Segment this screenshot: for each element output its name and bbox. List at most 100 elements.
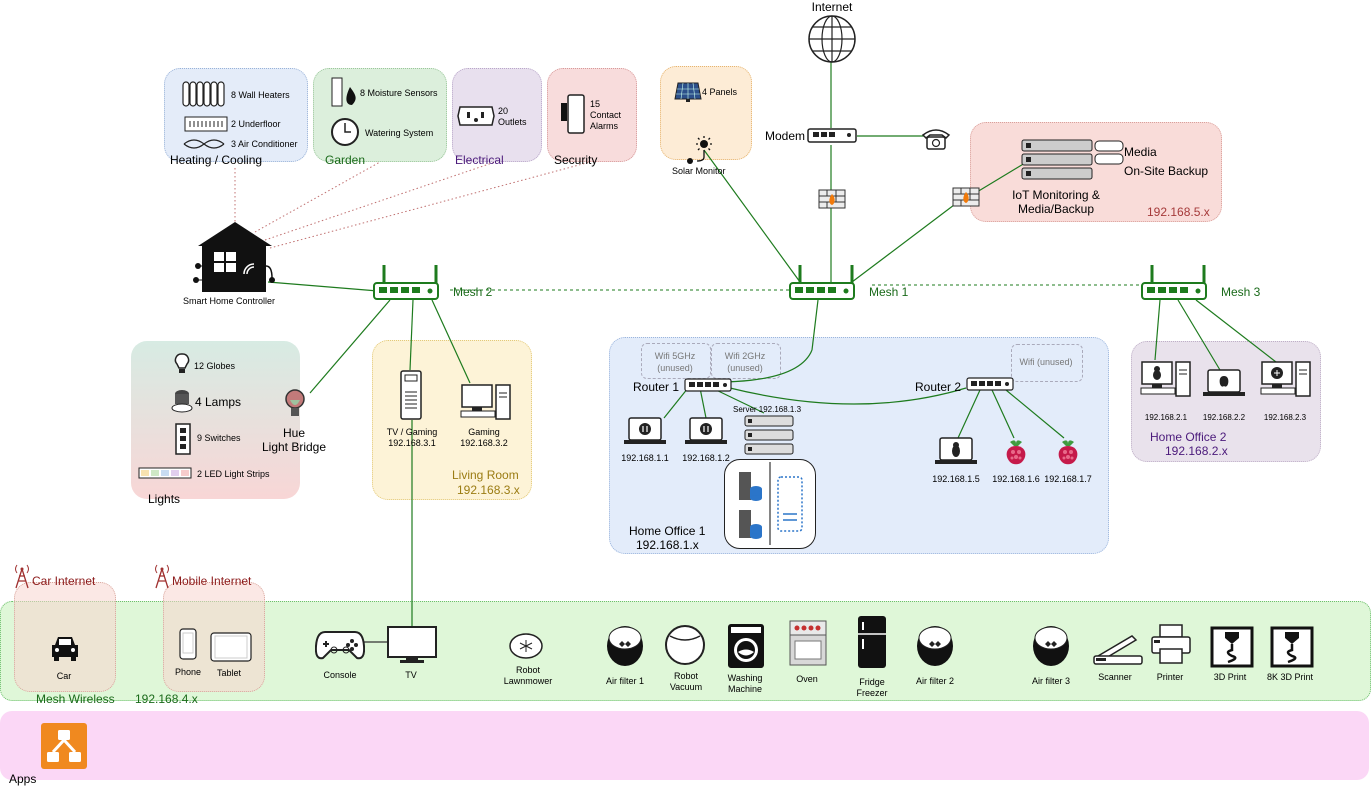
- mac-laptop-icon: [1203, 369, 1245, 396]
- mesh-wireless-label: Mesh Wireless: [36, 692, 115, 706]
- lawnmower-label-2: Lawnmower: [503, 676, 553, 686]
- electrical-outlets: Outlets: [498, 117, 527, 127]
- apps-label: Apps: [9, 772, 37, 786]
- 8k-3d-printer-icon: [1270, 626, 1314, 668]
- router-1-label: Router 1: [633, 380, 680, 394]
- living-room-subnet: 192.168.3.x: [457, 483, 520, 497]
- gaming-ip: 192.168.3.2: [460, 438, 508, 448]
- tablet-icon: [210, 632, 252, 662]
- windows-desktop-icon: [1260, 361, 1311, 397]
- tv-label: TV: [405, 670, 417, 680]
- mesh-3-label: Mesh 3: [1221, 285, 1261, 299]
- fridge-label-1: Fridge: [859, 677, 885, 687]
- solar-monitor-label: Solar Monitor: [672, 166, 726, 176]
- firewall-icon: [952, 187, 980, 207]
- scanner-icon: [1093, 635, 1143, 665]
- car-icon: [52, 637, 78, 661]
- smart-home-label: Smart Home Controller: [183, 296, 276, 306]
- lights-globes: 12 Globes: [194, 361, 236, 371]
- airfilter-1-label: Air filter 1: [605, 676, 645, 686]
- windows-laptop-icon: [624, 417, 666, 444]
- linux-laptop-icon: [935, 437, 977, 464]
- cell-tower-icon: [155, 564, 169, 589]
- wifi-unused-label: Wifi (unused): [1019, 357, 1073, 367]
- airfilter-2-label: Air filter 2: [915, 676, 955, 686]
- wifi-5ghz-box: [641, 343, 711, 379]
- lawnmower-label-1: Robot: [515, 665, 541, 675]
- raspberry-pi-icon: [1058, 440, 1078, 465]
- oven-icon: [789, 620, 827, 666]
- security-contact: Contact: [590, 110, 622, 120]
- solar-monitor-icon: [687, 136, 712, 164]
- office2-ip-2: 192.168.2.2: [1202, 413, 1246, 422]
- heating-item-1: 8 Wall Heaters: [231, 90, 290, 100]
- lights-lamps: 4 Lamps: [195, 395, 242, 409]
- fridge-freezer-icon: [858, 616, 886, 668]
- gaming-pc-icon: [460, 384, 511, 420]
- media-label: Media: [1124, 145, 1157, 159]
- air-filter-icon: [1033, 626, 1069, 666]
- smart-home-controller-icon: [193, 222, 275, 292]
- vacuum-label-1: Robot: [673, 671, 699, 681]
- console-label: Console: [323, 670, 357, 680]
- contact-alarm-icon: [561, 94, 585, 134]
- lamp-icon: [171, 390, 193, 413]
- moisture-sensor-icon: [331, 77, 356, 107]
- heating-item-3: 3 Air Conditioner: [231, 139, 298, 149]
- office1-ip-5: 192.168.1.5: [932, 474, 980, 484]
- underfloor-heating-icon: [184, 116, 228, 132]
- telephone-icon: [921, 129, 951, 150]
- car-label: Car: [56, 671, 72, 681]
- 3d-print-label: 3D Print: [1213, 672, 1247, 682]
- office2-ip-3: 192.168.2.3: [1263, 413, 1307, 422]
- security-alarms: Alarms: [590, 121, 619, 131]
- home-office-2-zone: [1131, 341, 1321, 462]
- cell-tower-icon: [15, 564, 29, 589]
- mesh-wireless-subnet: 192.168.4.x: [135, 692, 198, 706]
- router-1-icon: [684, 378, 732, 392]
- home-office-1-title: Home Office 1: [629, 524, 706, 538]
- vacuum-label-2: Vacuum: [669, 682, 703, 692]
- home-office-1-subnet: 192.168.1.x: [636, 538, 699, 552]
- led-strip-icon: [138, 467, 192, 479]
- garden-item-1: 8 Moisture Sensors: [360, 88, 438, 98]
- iot-monitoring-line2: Media/Backup: [1017, 202, 1095, 216]
- office1-ip-2: 192.168.1.2: [682, 453, 730, 463]
- light-switch-icon: [175, 423, 191, 455]
- airfilter-3-label: Air filter 3: [1031, 676, 1071, 686]
- solar-panel-icon: [674, 82, 702, 102]
- garden-item-2: Watering System: [365, 128, 434, 138]
- oven-label: Oven: [796, 674, 818, 684]
- tv-gaming-label: TV / Gaming: [386, 427, 438, 437]
- light-globe-icon: [174, 353, 190, 373]
- wifi-2ghz-box: [711, 343, 781, 379]
- robot-vacuum-icon: [665, 625, 705, 665]
- server-rack-icon: [1021, 139, 1093, 180]
- modem-label: Modem: [765, 129, 806, 143]
- gaming-label: Gaming: [468, 427, 500, 437]
- car-internet-label: Car Internet: [32, 574, 96, 588]
- windows-laptop-icon: [685, 417, 727, 444]
- phone-icon: [179, 628, 197, 660]
- wifi-2ghz-line2: (unused): [727, 363, 763, 373]
- media-backup-zone: [970, 122, 1222, 222]
- database-server-icon: [739, 510, 762, 539]
- phone-label: Phone: [174, 667, 202, 677]
- washing-machine-icon: [728, 624, 764, 668]
- air-filter-icon: [607, 626, 643, 666]
- hue-label-1: Hue: [282, 426, 306, 440]
- home-office-2-title: Home Office 2: [1150, 430, 1227, 444]
- outlet-icon: [457, 106, 495, 126]
- mesh-1-label: Mesh 1: [869, 285, 909, 299]
- air-conditioner-icon: [183, 139, 225, 149]
- mesh-2-router-icon: [373, 265, 439, 300]
- media-subnet: 192.168.5.x: [1147, 205, 1210, 219]
- tv-icon: [387, 626, 437, 663]
- hue-bridge-icon: [285, 389, 305, 416]
- wifi-5ghz-line2: (unused): [657, 363, 693, 373]
- garden-title: Garden: [325, 153, 366, 167]
- electrical-count: 20: [498, 106, 509, 116]
- lights-strips: 2 LED Light Strips: [197, 469, 270, 479]
- drawio-app-icon[interactable]: [40, 722, 88, 770]
